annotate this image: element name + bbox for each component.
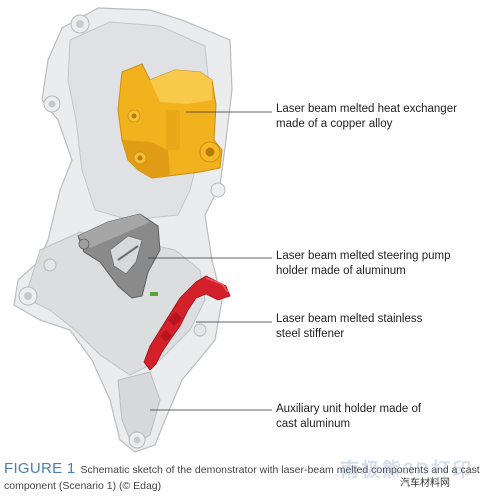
steering-pump-holder-part [77,213,161,299]
wechat-watermark: 汽车材料网 [398,474,452,489]
callout-line: Auxiliary unit holder made of [276,403,422,415]
callout-line: steel stiffener [276,328,345,340]
callout-line: holder made of aluminum [276,265,406,277]
callout-line: Laser beam melted stainless [276,313,423,325]
callout-line: Laser beam melted steering pump [276,250,451,262]
callout-steering-pump-holder: Laser beam melted steering pump holder m… [276,249,451,279]
callout-line: Laser beam melted heat exchanger [276,103,457,115]
callout-auxiliary-unit-holder: Auxiliary unit holder made of cast alumi… [276,402,421,432]
caption-text: Schematic sketch of the demonstrator wit… [4,464,480,492]
callout-heat-exchanger: Laser beam melted heat exchanger made of… [276,102,457,132]
figure-caption: FIGURE 1 Schematic sketch of the demonst… [4,461,488,494]
figure-label: FIGURE 1 [4,460,76,477]
callout-line: made of a copper alloy [276,118,393,130]
heat-exchanger-part [117,63,223,179]
callout-leader-lines [148,111,272,411]
steel-stiffener-part [143,275,231,371]
callout-line: cast aluminum [276,418,351,430]
callout-steel-stiffener: Laser beam melted stainless steel stiffe… [276,312,422,342]
